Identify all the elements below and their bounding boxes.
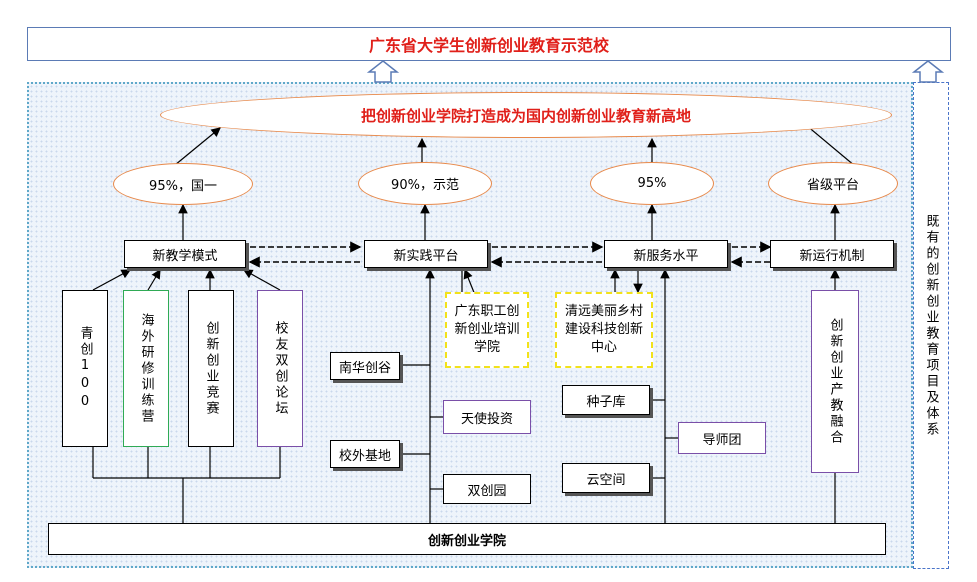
up-arrow-left-icon (366, 60, 400, 83)
base-college-bar: 创新创业学院 (48, 523, 886, 555)
service-item: 导师团 (678, 422, 766, 454)
mechanism-item: 创新创业产教融合 (811, 290, 859, 473)
pillar-service-level: 新服务水平 (604, 240, 728, 268)
target-label: 90%，示范 (391, 178, 459, 193)
teaching-item-label: 海外研修训练营 (138, 312, 154, 425)
practice-item-label: 南华创谷 (338, 360, 391, 376)
service-item-label: 导师团 (702, 432, 742, 448)
goal-text: 把创新创业学院打造成为国内创新创业教育新高地 (360, 106, 691, 125)
goal-ellipse: 把创新创业学院打造成为国内创新创业教育新高地 (160, 92, 892, 138)
base-college-label: 创新创业学院 (427, 533, 506, 549)
target-ellipse: 95% (590, 162, 714, 205)
target-label: 省级平台 (806, 178, 859, 193)
service-item-label: 种子库 (586, 394, 626, 410)
teaching-item: 创新创业竞赛 (188, 290, 234, 447)
practice-item-label: 天使投资 (460, 411, 513, 427)
pillar-practice-platform: 新实践平台 (364, 240, 488, 268)
pillar-label: 新实践平台 (393, 248, 459, 264)
teaching-item: 校友双创论坛 (257, 290, 303, 447)
up-arrow-right-icon (911, 60, 945, 83)
service-item: 种子库 (562, 385, 650, 415)
practice-item-label: 校外基地 (338, 448, 391, 464)
teaching-item-label: 青创100 (77, 325, 93, 412)
school-title-box: 广东省大学生创新创业教育示范校 (27, 27, 951, 61)
pillar-label: 新教学模式 (152, 248, 218, 264)
existing-system-label: 既有的创新创业教育项目及体系 (923, 213, 939, 438)
practice-item: 南华创谷 (330, 352, 400, 380)
practice-item: 校外基地 (330, 440, 400, 468)
pillar-teaching-mode: 新教学模式 (124, 240, 246, 268)
teaching-item-label: 创新创业竞赛 (203, 320, 219, 417)
pillar-label: 新运行机制 (799, 248, 865, 264)
practice-item: 双创园 (443, 474, 531, 504)
academy-label: 广东职工创新创业培训学院 (454, 304, 520, 355)
practice-item: 天使投资 (443, 400, 531, 434)
school-title: 广东省大学生创新创业教育示范校 (368, 36, 609, 55)
academy-label: 清远美丽乡村建设科技创新中心 (565, 304, 644, 355)
target-ellipse: 90%，示范 (358, 162, 492, 205)
teaching-item: 青创100 (62, 290, 108, 447)
service-item: 云空间 (562, 463, 650, 493)
teaching-item: 海外研修训练营 (123, 290, 169, 447)
pillar-operation-mechanism: 新运行机制 (770, 240, 894, 268)
target-ellipse: 95%，国一 (113, 163, 253, 205)
academy-box: 广东职工创新创业培训学院 (445, 292, 529, 368)
target-ellipse: 省级平台 (768, 162, 898, 205)
academy-box: 清远美丽乡村建设科技创新中心 (555, 292, 653, 368)
service-item-label: 云空间 (586, 472, 626, 488)
target-label: 95%，国一 (149, 178, 217, 194)
existing-system-box: 既有的创新创业教育项目及体系 (913, 82, 949, 569)
pillar-label: 新服务水平 (633, 248, 699, 264)
teaching-item-label: 校友双创论坛 (272, 320, 288, 417)
practice-item-label: 双创园 (467, 483, 507, 499)
mechanism-item-label: 创新创业产教融合 (827, 317, 843, 446)
target-label: 95% (637, 176, 667, 191)
